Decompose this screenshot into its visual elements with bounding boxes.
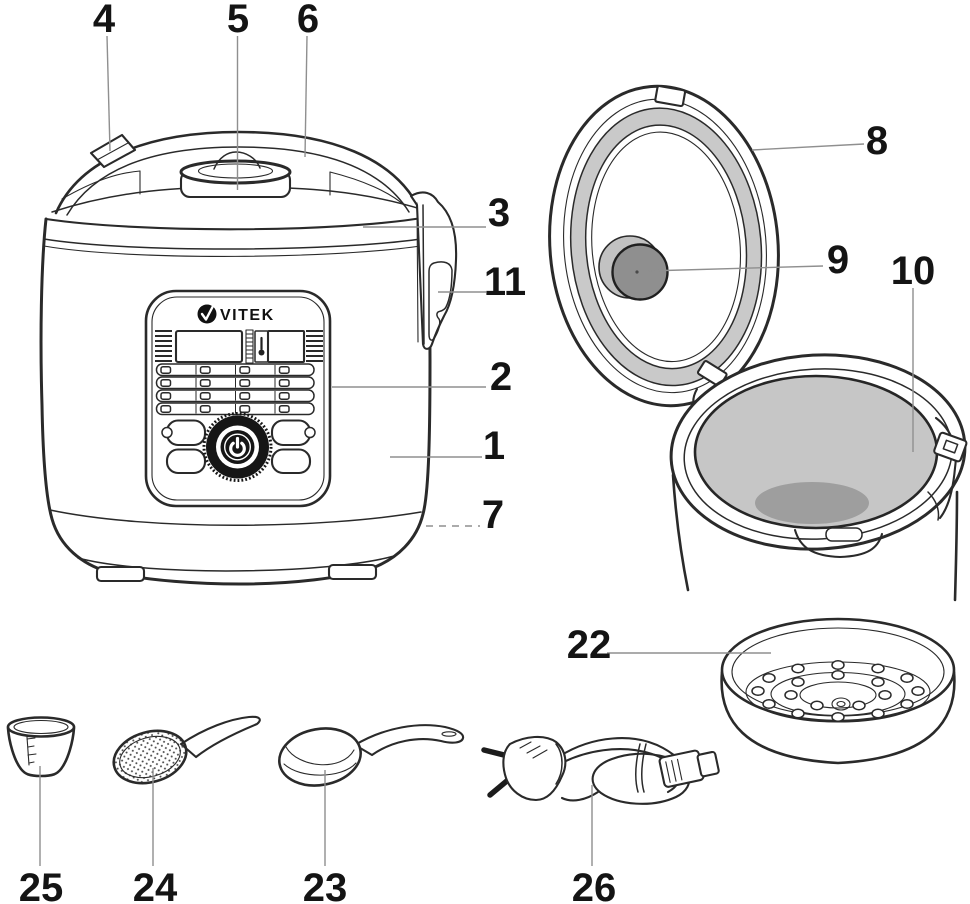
steam-holes <box>751 660 925 722</box>
left-foot <box>95 565 146 583</box>
part-label-23: 23 <box>303 866 348 904</box>
leader-lines <box>39 35 914 866</box>
power-knob[interactable] <box>202 412 273 482</box>
ladle <box>278 724 465 787</box>
function-buttons[interactable] <box>161 419 316 475</box>
part-label-22: 22 <box>567 623 612 667</box>
lid-release-button <box>89 133 137 169</box>
part-label-10: 10 <box>891 249 936 293</box>
vent-lines-right <box>306 330 323 362</box>
appliance-connector <box>658 749 720 788</box>
part-label-1: 1 <box>483 424 505 468</box>
power-icon <box>229 436 246 457</box>
thermometer-icon <box>258 336 265 356</box>
part-label-8: 8 <box>866 119 888 163</box>
control-panel: VITEK <box>144 289 332 508</box>
bowl-bottom <box>755 482 869 524</box>
vent-lines-left <box>155 330 172 362</box>
mains-plug <box>481 735 567 802</box>
part-label-2: 2 <box>490 355 512 399</box>
cable-tie <box>635 743 647 793</box>
brand-name: VITEK <box>220 307 275 324</box>
part-label-4: 4 <box>93 0 116 41</box>
part-labels: 4 5 6 3 11 2 1 7 8 9 10 22 25 24 23 26 <box>19 0 936 904</box>
pot-front-latch <box>793 527 884 559</box>
side-handle <box>409 191 458 350</box>
carry-handle <box>54 130 422 216</box>
part-label-25: 25 <box>19 866 64 904</box>
button-left-bottom[interactable] <box>165 448 207 475</box>
brand-logo: VITEK <box>197 304 275 324</box>
program-button-grid[interactable] <box>155 363 315 416</box>
part-label-3: 3 <box>488 191 510 235</box>
part-label-11: 11 <box>484 260 526 304</box>
part-label-7: 7 <box>482 493 504 537</box>
display-divider <box>245 329 254 364</box>
indicator-right <box>304 426 316 439</box>
front-view: VITEK <box>39 130 458 586</box>
part-label-26: 26 <box>572 866 617 904</box>
lcd-display <box>174 329 244 364</box>
measuring-scale <box>26 736 37 766</box>
lid-top-tab <box>654 84 687 108</box>
secondary-display <box>266 329 306 364</box>
rice-spoon <box>112 715 261 785</box>
part-label-5: 5 <box>227 0 249 41</box>
steam-basket <box>720 617 956 765</box>
steam-valve <box>179 151 292 199</box>
inner-pot-view <box>669 353 968 602</box>
pot-hinge <box>927 416 968 521</box>
body-outline <box>39 217 432 586</box>
part-label-6: 6 <box>297 0 319 41</box>
open-lid-view <box>548 84 780 414</box>
measuring-cup <box>6 716 76 778</box>
right-foot <box>327 563 378 581</box>
power-cord <box>481 735 720 805</box>
indicator-left <box>161 426 173 439</box>
part-label-9: 9 <box>827 238 849 282</box>
display-panel <box>155 329 323 364</box>
part-label-24: 24 <box>133 866 178 904</box>
vitek-logo-icon <box>197 304 217 324</box>
button-right-bottom[interactable] <box>270 448 312 475</box>
lid-valve <box>598 235 669 301</box>
